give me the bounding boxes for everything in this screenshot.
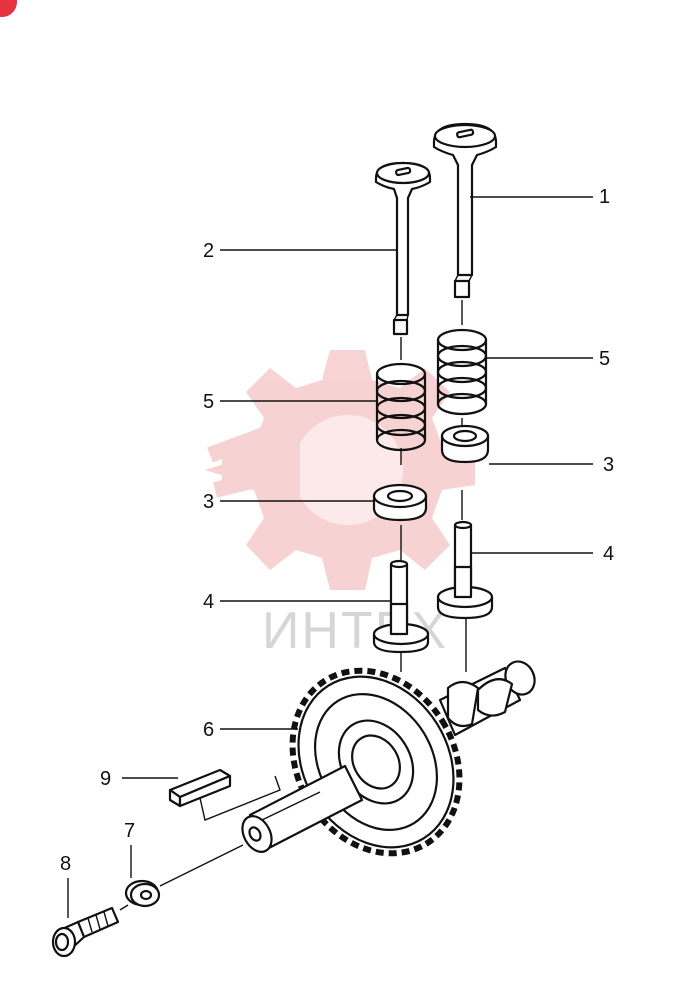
callout-2: 2 [203,240,214,262]
callout-5-left: 5 [203,391,214,413]
bolt [51,904,129,958]
leader-lines [67,196,593,918]
spring-right [436,328,488,416]
corner-badge [0,0,17,17]
callout-3-right: 3 [603,454,614,476]
retainer-right [440,424,490,464]
centerlines [400,300,467,672]
spring-left [375,362,427,452]
valve-short [374,161,432,336]
callout-4-right: 4 [603,543,614,565]
retainer-left [372,483,428,522]
callout-3-left: 3 [203,491,214,513]
callout-5-right: 5 [599,348,610,370]
callout-1: 1 [599,186,610,208]
tappet-left [372,559,430,654]
callout-9: 9 [100,768,111,790]
washer [124,844,244,908]
watermark-logo [205,350,475,590]
tappet-right [436,520,494,620]
callout-8: 8 [60,853,71,875]
callout-4-left: 4 [203,591,214,613]
key [168,768,281,821]
callout-7: 7 [124,820,135,842]
camshaft-gear [241,660,536,857]
callout-6: 6 [203,719,214,741]
valve-long [432,122,498,299]
